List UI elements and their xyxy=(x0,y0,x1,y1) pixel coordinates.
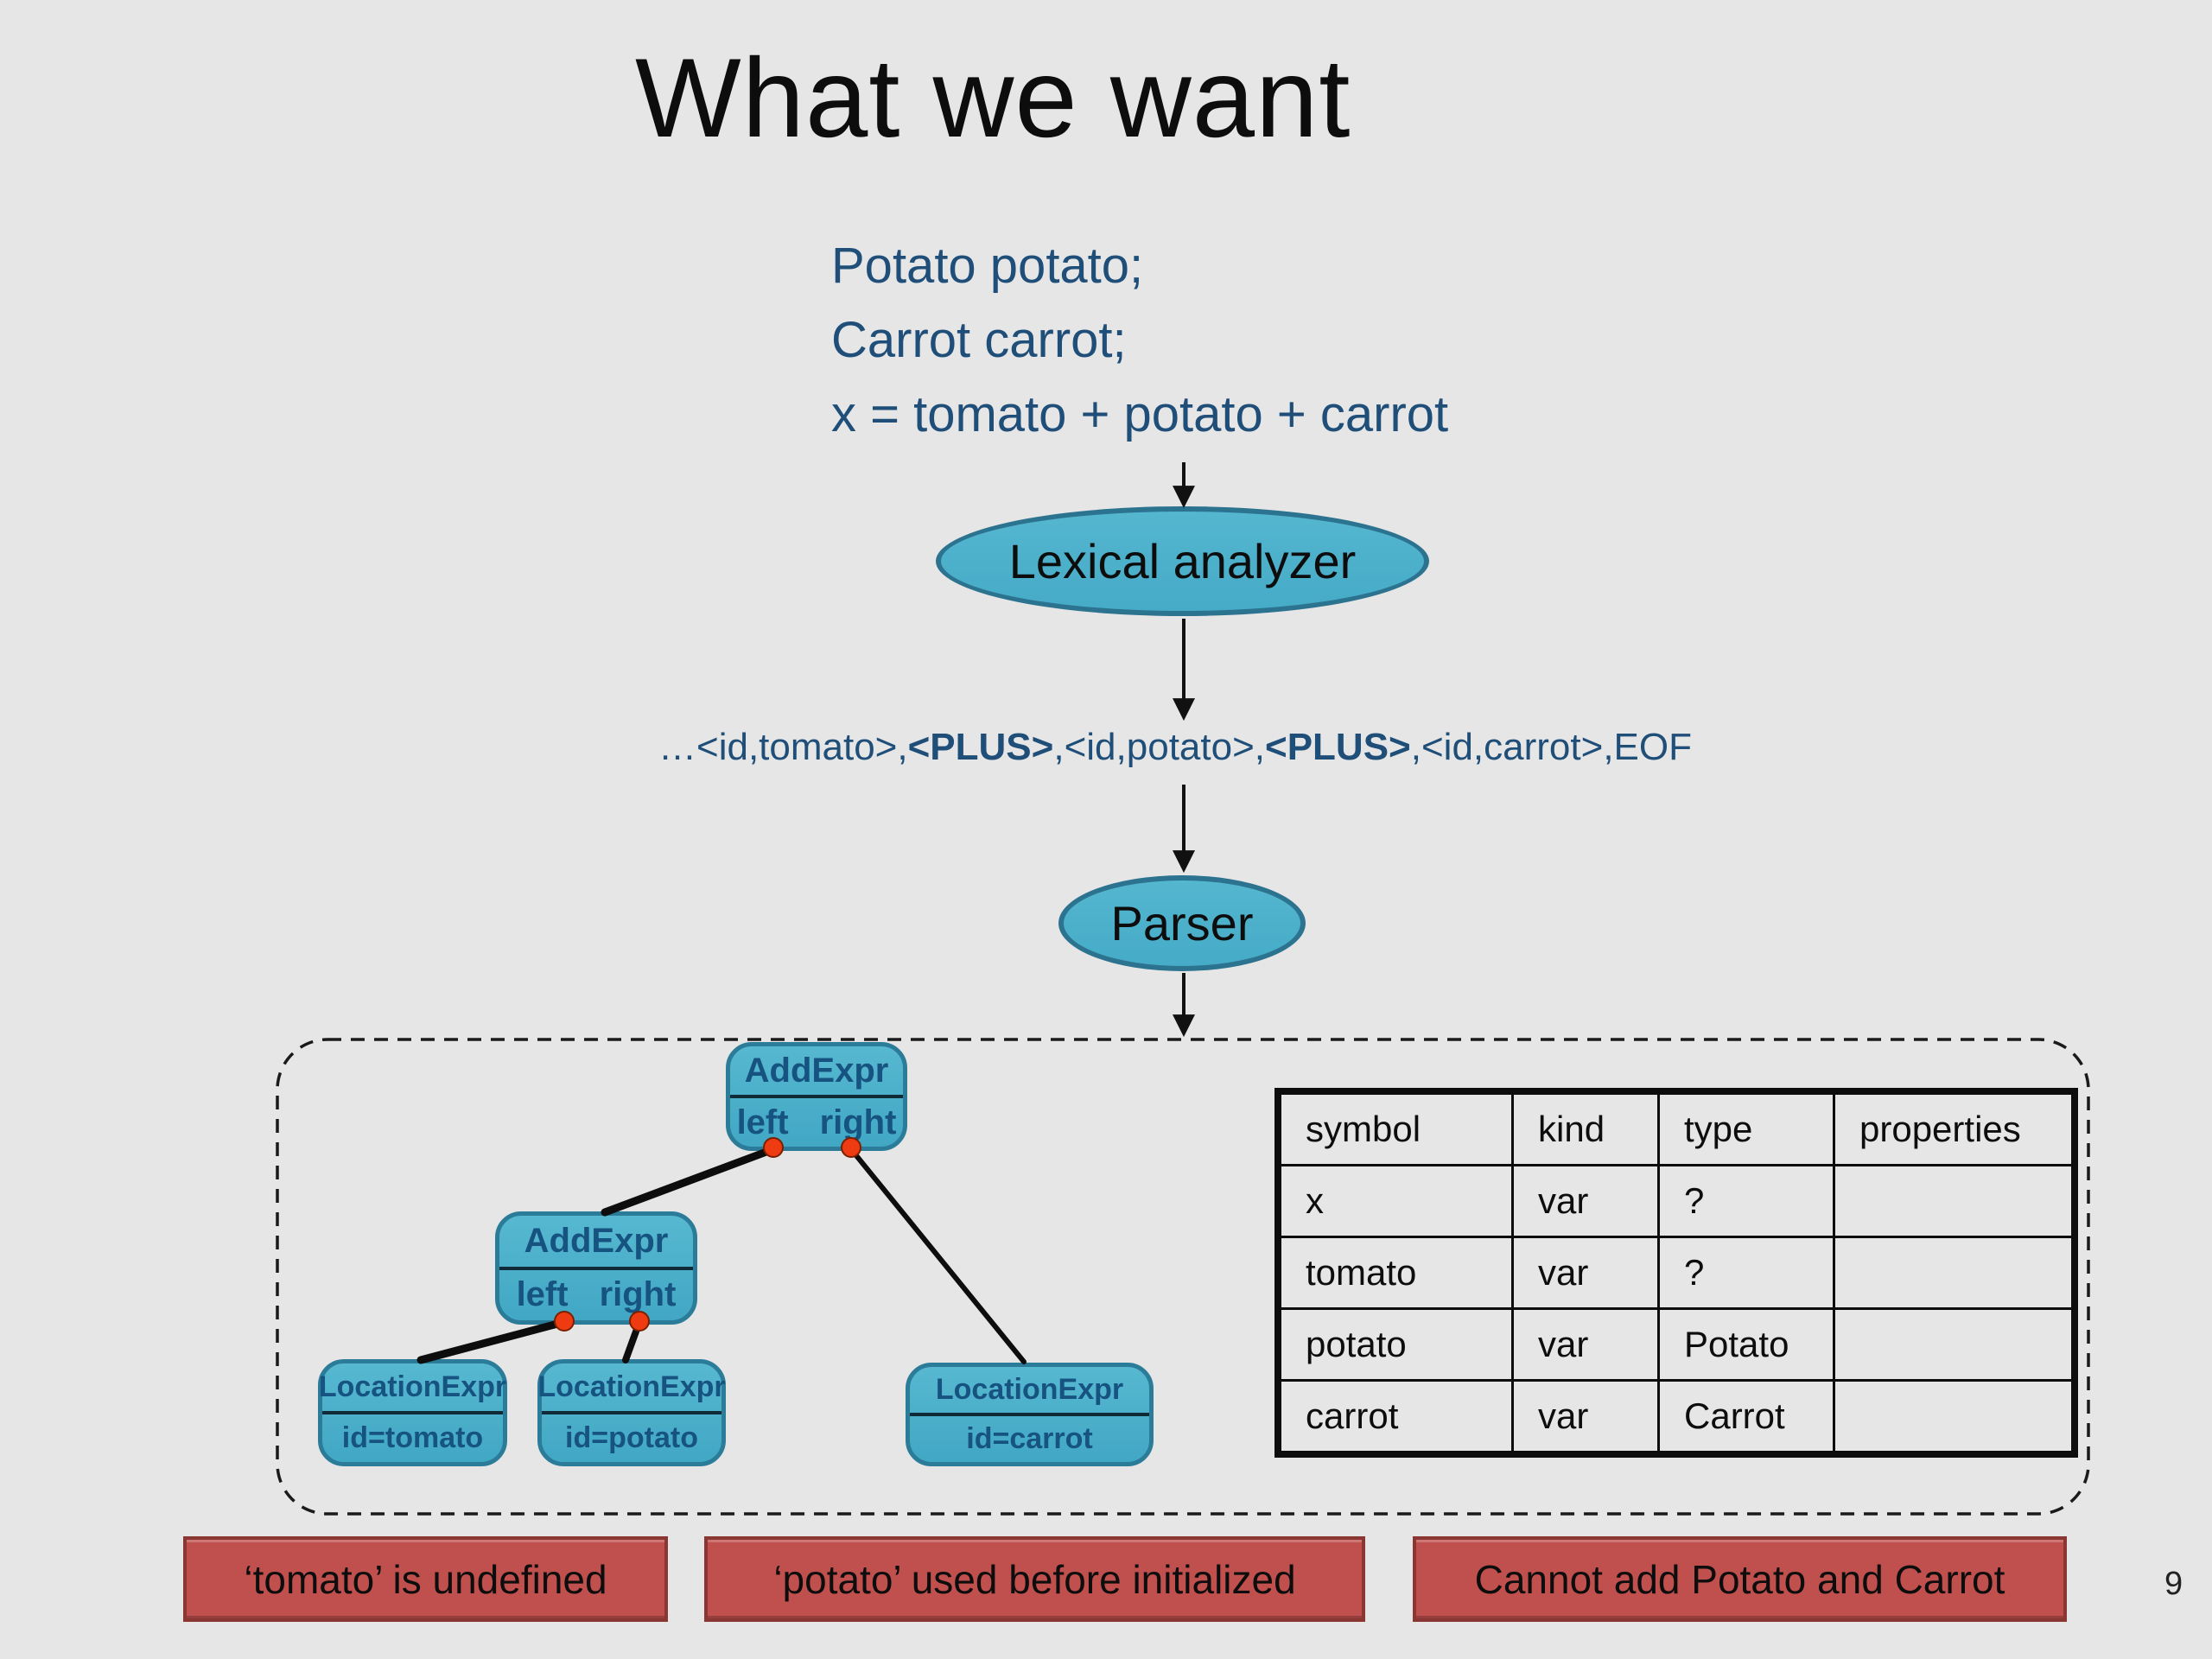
cell-properties xyxy=(1833,1307,2076,1382)
parser-node: Parser xyxy=(1058,875,1306,971)
source-code: Potato potato; Carrot carrot; x = tomato… xyxy=(831,229,1448,452)
error-text: ‘potato’ used before initialized xyxy=(773,1556,1296,1602)
error-box-uninitialized: ‘potato’ used before initialized xyxy=(704,1536,1365,1622)
error-text: ‘tomato’ is undefined xyxy=(244,1556,607,1602)
token-stream-mid: ,<id,potato>, xyxy=(1053,726,1266,768)
ast-node-name: LocationExpr xyxy=(318,1370,507,1403)
ast-node-location-carrot: LocationExpr id=carrot xyxy=(906,1363,1154,1466)
token-stream-prefix: …<id,tomato>, xyxy=(658,726,908,768)
cell-kind: var xyxy=(1511,1236,1660,1310)
cell-properties xyxy=(1833,1164,2076,1238)
col-header-kind: kind xyxy=(1511,1090,1660,1166)
code-line-2: Carrot carrot; xyxy=(831,312,1127,368)
table-row: x var ? xyxy=(1276,1164,2076,1238)
cell-properties xyxy=(1833,1236,2076,1310)
table-row: potato var Potato xyxy=(1276,1307,2076,1382)
ast-node-field: id=potato xyxy=(565,1421,698,1454)
error-text: Cannot add Potato and Carrot xyxy=(1474,1556,2005,1602)
cell-properties xyxy=(1833,1379,2076,1456)
cell-symbol: tomato xyxy=(1276,1236,1514,1310)
tree-edge-root-left xyxy=(601,1145,778,1217)
page-title: What we want xyxy=(635,35,1351,161)
tree-edge-inner-left xyxy=(416,1318,569,1364)
ast-node-location-potato: LocationExpr id=potato xyxy=(537,1359,726,1466)
ast-node-addexpr-root: AddExpr left right xyxy=(726,1042,907,1151)
symbol-table-header-row: symbol kind type properties xyxy=(1276,1090,2076,1166)
cell-kind: var xyxy=(1511,1379,1660,1456)
cell-type: ? xyxy=(1657,1164,1835,1238)
page-number: 9 xyxy=(2164,1566,2183,1602)
token-plus-1: <PLUS> xyxy=(907,726,1054,768)
col-header-symbol: symbol xyxy=(1276,1090,1514,1166)
ast-node-field: id=carrot xyxy=(966,1422,1093,1455)
tree-edge-inner-right xyxy=(622,1319,643,1363)
lexical-analyzer-node: Lexical analyzer xyxy=(936,506,1429,616)
table-row: carrot var Carrot xyxy=(1276,1379,2076,1456)
lexical-analyzer-label: Lexical analyzer xyxy=(1008,534,1357,588)
error-box-undefined: ‘tomato’ is undefined xyxy=(183,1536,668,1622)
cell-symbol: potato xyxy=(1276,1307,1514,1382)
col-header-properties: properties xyxy=(1833,1090,2076,1166)
error-box-type-mismatch: Cannot add Potato and Carrot xyxy=(1413,1536,2067,1622)
ast-node-location-tomato: LocationExpr id=tomato xyxy=(318,1359,507,1466)
cell-type: Potato xyxy=(1657,1307,1835,1382)
token-stream: …<id,tomato>,<PLUS>,<id,potato>,<PLUS>,<… xyxy=(657,726,1694,769)
ast-node-name: AddExpr xyxy=(744,1051,889,1090)
tree-edge-root-right xyxy=(849,1147,1027,1364)
ast-node-name: AddExpr xyxy=(524,1221,669,1260)
table-row: tomato var ? xyxy=(1276,1236,2076,1310)
parser-label: Parser xyxy=(1110,896,1254,950)
ast-node-name: LocationExpr xyxy=(935,1373,1124,1406)
ast-node-name: LocationExpr xyxy=(537,1370,726,1403)
ast-right-label: right xyxy=(819,1103,897,1141)
cell-type: Carrot xyxy=(1657,1379,1835,1456)
cell-symbol: carrot xyxy=(1276,1379,1514,1456)
ast-left-label: left xyxy=(516,1275,569,1314)
symbol-table: symbol kind type properties x var ? toma… xyxy=(1274,1088,2078,1458)
cell-symbol: x xyxy=(1276,1164,1514,1238)
token-stream-suffix: ,<id,carrot>,EOF xyxy=(1410,726,1692,768)
token-plus-2: <PLUS> xyxy=(1265,726,1411,768)
code-line-3: x = tomato + potato + carrot xyxy=(831,386,1449,442)
ast-node-field: id=tomato xyxy=(341,1421,484,1454)
cell-kind: var xyxy=(1511,1164,1660,1238)
code-line-1: Potato potato; xyxy=(831,238,1144,294)
cell-type: ? xyxy=(1657,1236,1835,1310)
col-header-type: type xyxy=(1657,1090,1835,1166)
cell-kind: var xyxy=(1511,1307,1660,1382)
ast-node-addexpr-inner: AddExpr left right xyxy=(495,1211,697,1325)
ast-left-label: left xyxy=(736,1103,789,1141)
ast-right-label: right xyxy=(599,1275,677,1314)
